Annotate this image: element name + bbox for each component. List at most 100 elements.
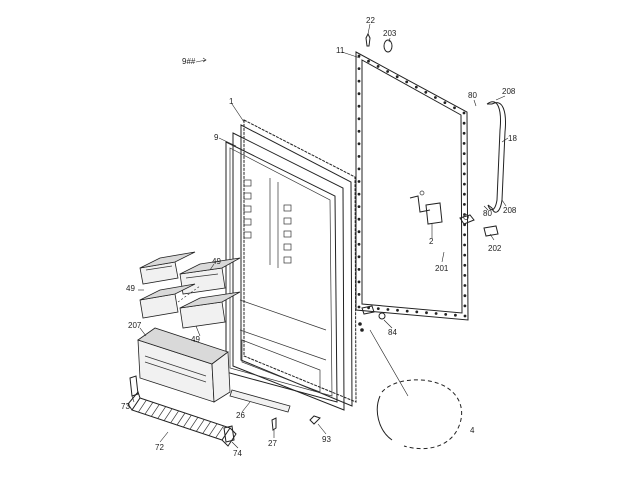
wire-shelf-rung — [176, 412, 186, 426]
door-bins — [139, 251, 241, 329]
door-panel-hole — [357, 67, 361, 70]
door-panel-hole — [424, 90, 428, 94]
door-panel-hole — [414, 85, 418, 89]
door-panel-hole — [367, 59, 370, 63]
door-panel-hole — [463, 192, 466, 196]
door-panel-hole — [376, 65, 380, 68]
door-panel-hole — [357, 280, 361, 284]
door-panel-hole — [434, 312, 438, 315]
label-84: 84 — [388, 328, 397, 337]
bin-upper-right — [179, 257, 241, 295]
label-22: 22 — [366, 16, 375, 25]
label-93: 93 — [322, 435, 331, 444]
door-panel-hole — [396, 308, 399, 312]
label-202: 202 — [488, 244, 502, 253]
door-handle — [486, 101, 506, 213]
label-72: 72 — [155, 443, 164, 452]
door-panel-hole — [357, 129, 361, 133]
part-labels: 9## 1 9 11 22 203 18 208 80 80 208 2 201… — [121, 16, 517, 458]
door-panel-hole — [357, 180, 361, 183]
shelf-stops — [243, 179, 292, 264]
fasteners — [271, 32, 393, 431]
label-80-top: 80 — [468, 91, 477, 100]
wire-shelf-rung — [215, 425, 224, 439]
corner-mark: 4 — [470, 426, 475, 435]
wire-shelf-rung — [196, 419, 205, 432]
door-panel-hole — [462, 131, 466, 135]
bin-upper-left — [139, 251, 196, 285]
door-panel-hole — [462, 142, 466, 145]
label-208-top: 208 — [502, 87, 516, 96]
wire-shelf-rung — [157, 406, 166, 419]
wire-shelf-rung — [144, 402, 154, 415]
wire-shelf-rung — [208, 423, 218, 436]
door-panel-hole — [453, 106, 456, 110]
door-panel-hole — [463, 182, 466, 186]
door-panel-hole — [405, 309, 409, 313]
label-207: 207 — [128, 321, 142, 330]
label-208-bottom: 208 — [503, 206, 517, 215]
leader-lines — [131, 23, 509, 449]
header-code: 9## — [182, 57, 196, 66]
door-panel-hole — [463, 284, 467, 287]
detail-callout — [369, 329, 463, 450]
door-panel-hole — [454, 313, 457, 317]
door-panel-hole — [463, 253, 467, 257]
wire-shelf-rung — [163, 408, 173, 421]
door-inner-liner — [225, 124, 353, 411]
door-panel-hole — [463, 263, 467, 267]
wire-shelf-rung — [189, 417, 199, 430]
wire-shelf-rung — [138, 399, 147, 413]
shelf-clip-left — [129, 375, 139, 397]
door-panel-hole — [357, 104, 361, 108]
door-panel-hole — [357, 155, 361, 158]
door-panel-hole — [463, 274, 467, 277]
door-panel-hole — [444, 313, 448, 316]
door-panel-hole — [443, 101, 447, 104]
door-panel-hole — [462, 152, 466, 156]
label-201: 201 — [435, 264, 449, 273]
door-panel-hole — [462, 162, 466, 166]
bin-lower-left — [139, 283, 196, 319]
door-panel-hole — [386, 70, 389, 73]
door-panel-hole — [405, 80, 409, 84]
door-panel-hole — [357, 142, 361, 146]
dairy-compartment — [137, 327, 231, 403]
label-49-left: 49 — [126, 284, 135, 293]
door-panel-hole — [386, 308, 390, 311]
hinge-bracket — [409, 190, 499, 237]
door-panel-hole — [357, 293, 361, 296]
door-panel-hole — [463, 294, 467, 298]
door-panel-hole — [357, 230, 361, 234]
shelf-clip-right — [223, 425, 235, 443]
wire-shelf-rungs — [138, 399, 224, 439]
label-1: 1 — [229, 97, 234, 106]
door-panel-hole — [357, 92, 361, 96]
door-panel-hole — [357, 79, 361, 83]
door-panel-hole — [462, 111, 466, 115]
wire-shelf-rung — [170, 410, 179, 424]
label-2: 2 — [429, 237, 434, 246]
door-panel-hole — [376, 307, 380, 310]
door-panel-hole — [463, 203, 466, 206]
door-panel-hole — [357, 192, 361, 196]
door-panel-hole — [463, 233, 466, 237]
door-panel-hole — [463, 243, 466, 247]
header-arrow — [195, 57, 207, 63]
door-panel-hole — [357, 117, 361, 121]
door-panel-hole — [462, 172, 466, 176]
label-9: 9 — [214, 133, 219, 142]
outer-door-panel — [355, 51, 469, 321]
door-panel-hole — [357, 305, 361, 309]
door-panel-hole — [434, 96, 437, 99]
door-panel-hole — [462, 121, 466, 125]
label-11: 11 — [336, 46, 345, 55]
door-panel-holes — [357, 54, 467, 318]
door-panel-hole — [357, 217, 361, 221]
wire-shelf-rung — [202, 421, 211, 434]
door-panel-hole — [463, 314, 467, 318]
label-49-lower: 49 — [191, 335, 200, 344]
door-panel-hole — [425, 311, 428, 315]
